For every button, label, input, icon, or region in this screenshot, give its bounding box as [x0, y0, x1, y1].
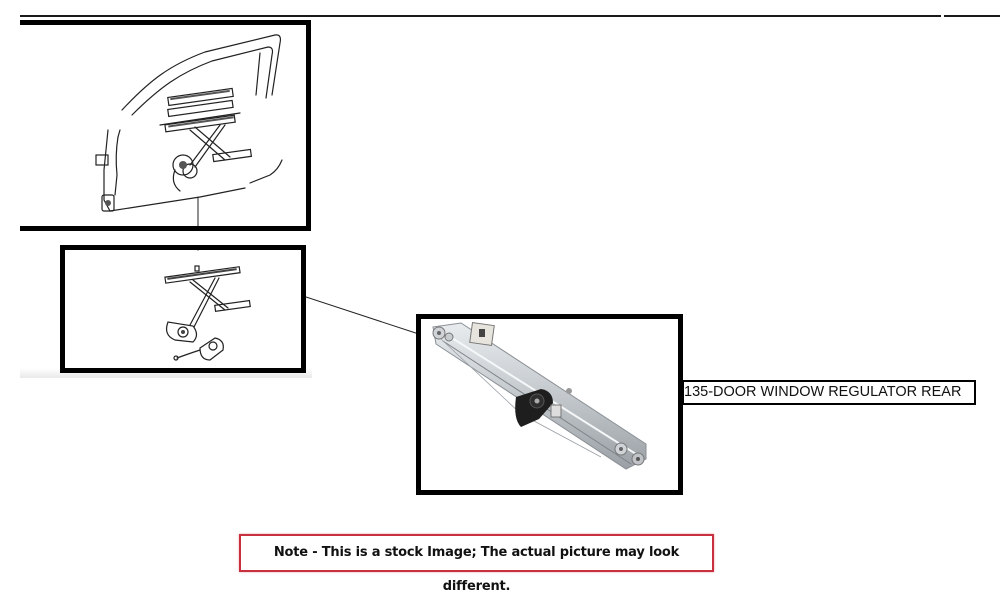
part-label-text: 135-DOOR WINDOW REGULATOR REAR: [684, 384, 962, 400]
door-overview-drawing: [95, 34, 283, 226]
stock-image-note: Note - This is a stock Image; The actual…: [239, 534, 714, 594]
door-overview-panel: [20, 20, 311, 231]
stock-image-note-text: Note - This is a stock Image; The actual…: [273, 545, 680, 594]
regulator-detail-drawing: [164, 250, 251, 361]
window-regulator-photo: [432, 322, 647, 470]
regulator-detail-panel: [60, 245, 306, 373]
connector-line: [306, 296, 435, 340]
top-divider-line: [20, 15, 1000, 17]
top-divider-gap: [941, 13, 944, 18]
part-photo-panel: [416, 314, 683, 495]
part-label: 135-DOOR WINDOW REGULATOR REAR: [679, 380, 976, 405]
regulator-detail-shadow: [20, 368, 312, 378]
